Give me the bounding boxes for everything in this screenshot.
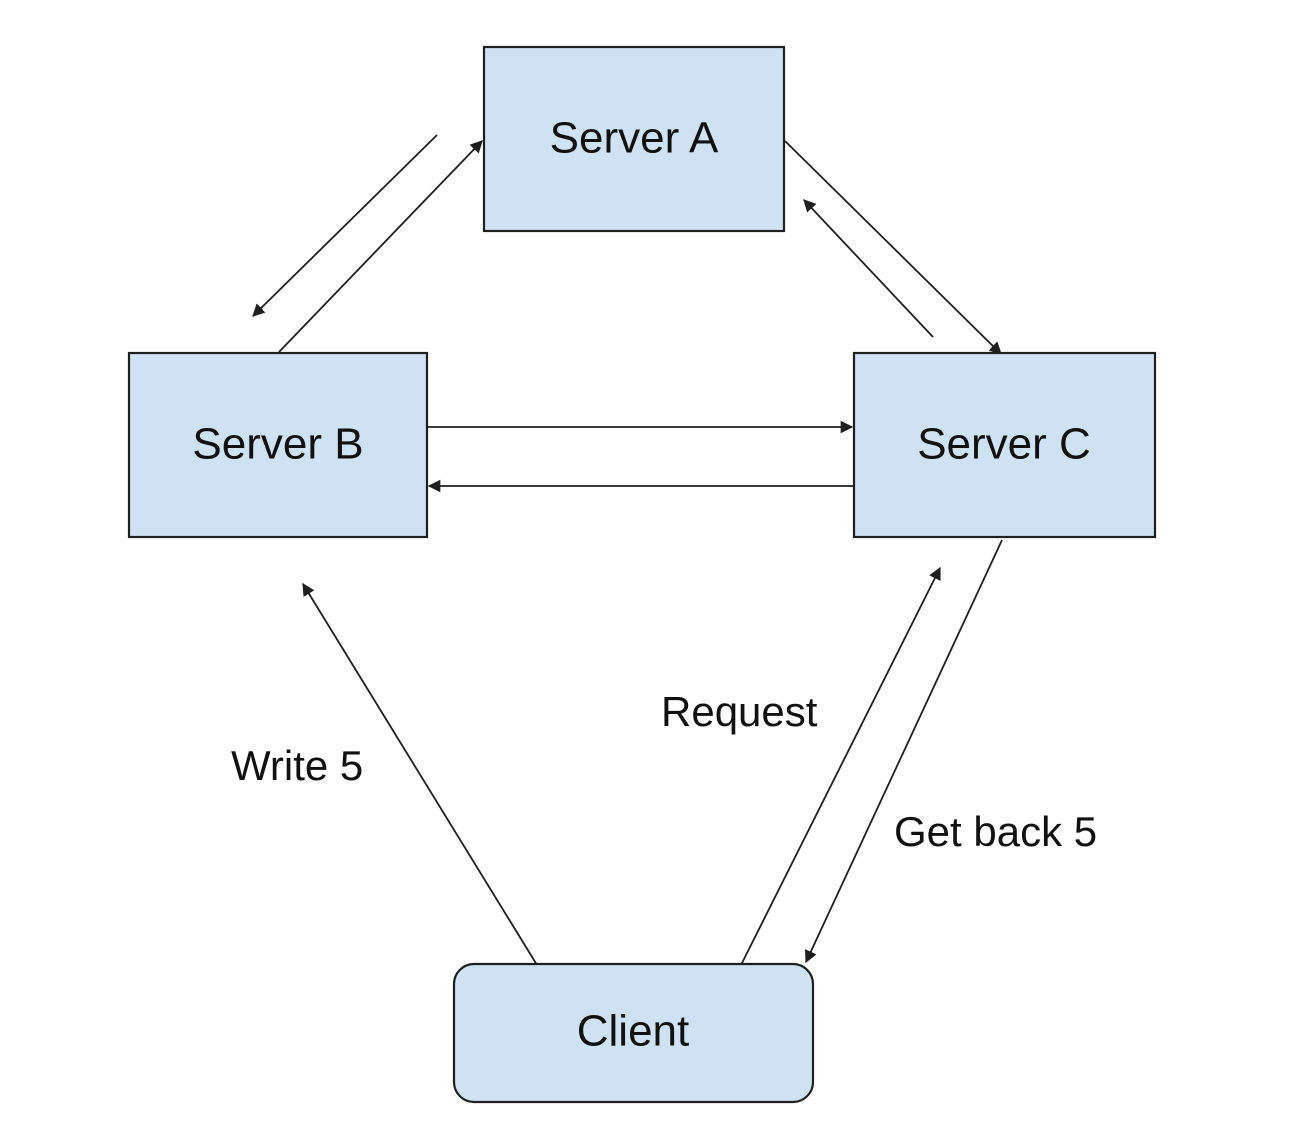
node-client-label: Client <box>577 1007 690 1056</box>
edge-a-to-c <box>784 140 1002 355</box>
edge-c-to-a <box>803 199 934 338</box>
node-client: Client <box>452 962 815 1104</box>
edge-client-to-c <box>740 566 941 966</box>
edge-a-to-b <box>252 134 438 317</box>
node-server-c: Server C <box>852 351 1157 539</box>
edges <box>252 134 1003 966</box>
node-server-b-label: Server B <box>192 420 363 469</box>
node-server-a-label: Server A <box>550 114 719 163</box>
label-request: Request <box>661 688 818 735</box>
label-get-back: Get back 5 <box>894 808 1097 855</box>
edge-client-to-b <box>302 582 538 966</box>
node-server-a: Server A <box>482 45 786 233</box>
edge-c-to-client <box>805 539 1003 964</box>
node-server-c-label: Server C <box>917 420 1091 469</box>
label-write: Write 5 <box>231 742 363 789</box>
edge-b-to-a <box>278 140 483 353</box>
node-server-b: Server B <box>127 351 429 539</box>
